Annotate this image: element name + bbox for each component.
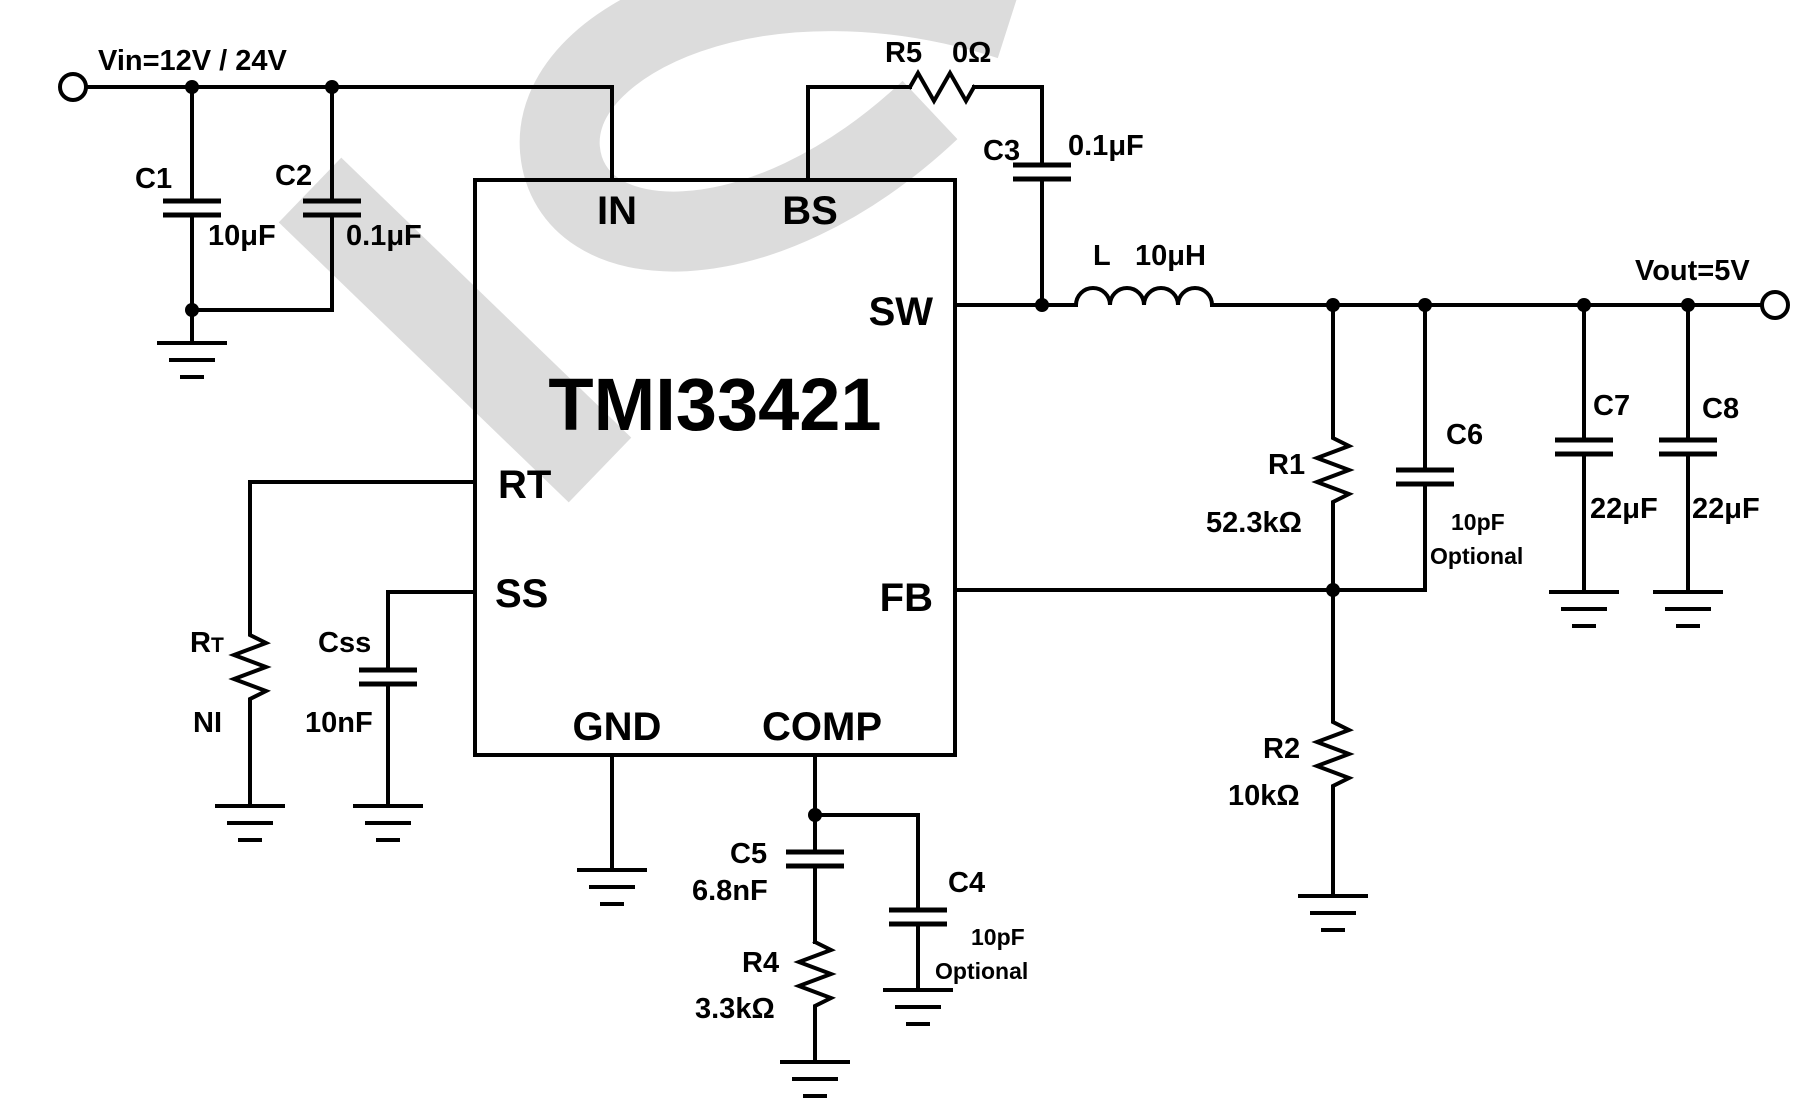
sw-junction [1035, 298, 1049, 312]
bs-wire [806, 85, 912, 182]
vout-label: Vout=5V [1635, 255, 1750, 287]
watermark [278, 0, 1017, 503]
ground-symbol-c4 [883, 988, 953, 1026]
capacitor-css [359, 590, 477, 808]
pin-gnd-label: GND [573, 705, 662, 749]
ground-symbol-chip [577, 753, 647, 906]
rt-ref-main: R [190, 627, 211, 659]
c8-value: 22μF [1692, 493, 1760, 525]
resistor-r1 [1311, 303, 1355, 592]
pin-sw-label: SW [869, 290, 934, 334]
r4-value: 3.3kΩ [695, 993, 775, 1025]
ground-symbol-rt [215, 804, 285, 842]
capacitor-c7 [1555, 303, 1613, 594]
l-value: 10μH [1135, 240, 1206, 272]
ground-symbol-r4 [780, 1060, 850, 1098]
pin-in-label: IN [597, 189, 637, 233]
r4-ref: R4 [742, 947, 779, 979]
ground-symbol-c8 [1653, 590, 1723, 628]
c3-ref: C3 [983, 135, 1020, 167]
r5-ref: R5 [885, 37, 922, 69]
c8-ref: C8 [1702, 393, 1739, 425]
rt-ref: RT [190, 627, 224, 659]
c6-ref: C6 [1446, 419, 1483, 451]
c2-value: 0.1μF [346, 220, 422, 252]
ground-symbol-input [157, 310, 227, 379]
capacitor-c8 [1659, 303, 1717, 594]
c7-ref: C7 [1593, 390, 1630, 422]
c7-value: 22μF [1590, 493, 1658, 525]
r1-value: 52.3kΩ [1206, 507, 1302, 539]
capacitor-c1 [163, 85, 221, 312]
c4-value: 10pF [971, 924, 1025, 950]
l-ref: L [1093, 240, 1111, 272]
r5-value: 0Ω [952, 37, 991, 69]
css-ref: Css [318, 627, 371, 659]
c2-ref: C2 [275, 160, 312, 192]
vin-wire [84, 85, 614, 182]
capacitor-c3 [1013, 162, 1071, 307]
resistor-rt [228, 480, 477, 808]
chip-name: TMI33421 [548, 363, 881, 446]
c5-value: 6.8nF [692, 875, 768, 907]
pin-rt-label: RT [498, 463, 551, 507]
inductor-l [1073, 286, 1215, 308]
resistor-r5 [907, 68, 977, 106]
c3-value: 0.1μF [1068, 130, 1144, 162]
ground-symbol-c7 [1549, 590, 1619, 628]
pin-comp-label: COMP [762, 705, 882, 749]
capacitor-c4 [889, 907, 947, 992]
capacitor-c2 [190, 85, 361, 312]
c6-value: 10pF [1451, 509, 1505, 535]
c5-ref: C5 [730, 838, 767, 870]
c4-note: Optional [935, 958, 1028, 984]
comp-wire [813, 753, 920, 912]
r5-c3-wire [972, 85, 1044, 167]
r1-ref: R1 [1268, 449, 1305, 481]
ground-symbol-r2 [1298, 894, 1368, 932]
vin-terminal [58, 72, 88, 102]
rt-ref-sub: T [211, 634, 224, 657]
c4-ref: C4 [948, 867, 985, 899]
pin-bs-label: BS [782, 189, 838, 233]
capacitor-c5 [786, 813, 844, 944]
chip-body [473, 178, 957, 757]
ground-symbol-css [353, 804, 423, 842]
vout-terminal [1760, 290, 1790, 320]
capacitor-c6 [1331, 303, 1454, 592]
r2-ref: R2 [1263, 733, 1300, 765]
r2-value: 10kΩ [1228, 780, 1300, 812]
c1-value: 10μF [208, 220, 276, 252]
css-value: 10nF [305, 707, 373, 739]
rt-value: NI [193, 707, 222, 739]
vin-label: Vin=12V / 24V [98, 45, 288, 77]
c1-ref: C1 [135, 163, 172, 195]
c6-note: Optional [1430, 543, 1523, 569]
pin-fb-label: FB [880, 576, 933, 620]
resistor-r4 [793, 939, 837, 1064]
resistor-r2 [1311, 588, 1355, 898]
pin-ss-label: SS [495, 572, 548, 616]
